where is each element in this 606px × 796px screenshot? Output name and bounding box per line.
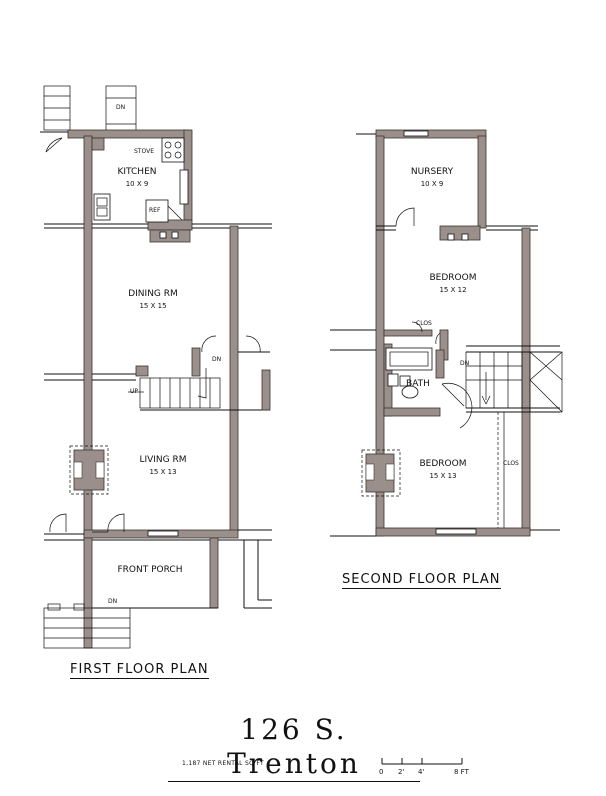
- wall: [521, 227, 531, 533]
- room-dims: 15 X 12: [439, 286, 467, 294]
- scale-tick-4: 4': [418, 768, 425, 776]
- room-dims: 15 X 13: [429, 472, 457, 480]
- room-dims: 10 X 9: [125, 180, 149, 188]
- room-name: BEDROOM: [429, 273, 477, 283]
- room-name: FRONT PORCH: [117, 565, 183, 575]
- room-name: BEDROOM: [419, 459, 467, 469]
- first-floor-stair: [128, 368, 270, 411]
- first-floor-plan: [40, 85, 272, 649]
- front-porch: [43, 537, 272, 649]
- second-floor-title: SECOND FLOOR PLAN: [342, 572, 501, 589]
- scale-tick-0: 0: [379, 768, 384, 776]
- scale-tick-2: 2': [398, 768, 405, 776]
- dn-label-second: DN: [460, 360, 470, 367]
- address-title: 126 S. Trenton: [168, 713, 420, 782]
- room-name: KITCHEN: [117, 167, 157, 177]
- room-name: NURSERY: [410, 167, 454, 177]
- fireplace-second-floor: [361, 449, 401, 497]
- first-floor-title: FIRST FLOOR PLAN: [70, 662, 209, 679]
- dn-label-stair: DN: [212, 356, 222, 363]
- stove: [161, 137, 185, 163]
- fireplace-first-floor: [69, 445, 109, 495]
- room-name: LIVING RM: [139, 455, 187, 465]
- dining-label: DINING RM 15 X 15: [118, 288, 188, 312]
- dn-label-rear: DN: [116, 104, 126, 111]
- title-text: FIRST FLOOR PLAN: [70, 662, 209, 679]
- scale-tick-8: 8 FT: [454, 768, 469, 776]
- toilet: [387, 373, 399, 387]
- bath-label: BATH: [398, 378, 438, 390]
- kitchen-label: KITCHEN 10 X 9: [112, 166, 162, 190]
- refrigerator: [145, 199, 169, 223]
- room-name: DINING RM: [128, 289, 178, 299]
- bath-sink: [399, 375, 411, 387]
- bedroom-rear-label: BEDROOM 15 X 12: [418, 272, 488, 296]
- clos-label-side: CLOS: [503, 460, 519, 467]
- second-floor-plan: [330, 129, 563, 537]
- second-floor-stair: [465, 345, 563, 413]
- porch-label: FRONT PORCH: [108, 564, 192, 576]
- bedroom-front-label: BEDROOM 15 X 13: [408, 458, 478, 482]
- title-text: SECOND FLOOR PLAN: [342, 572, 501, 589]
- ref-label: REF: [149, 207, 161, 214]
- room-dims: 10 X 9: [420, 180, 444, 188]
- stove-label: STOVE: [134, 148, 154, 155]
- living-label: LIVING RM 15 X 13: [128, 454, 198, 478]
- clos-label-top: CLOS: [416, 320, 432, 327]
- bathroom-fixtures: [383, 343, 473, 429]
- rear-steps-left: [43, 85, 71, 131]
- net-area-label: 1,187 NET RENTAL SQ FT: [182, 760, 264, 767]
- up-label: UP: [130, 388, 139, 395]
- room-name: BATH: [406, 379, 430, 389]
- kitchen-sink: [93, 193, 111, 221]
- room-dims: 15 X 13: [149, 468, 177, 476]
- bathtub: [385, 347, 433, 371]
- wall: [229, 225, 239, 533]
- nursery-label: NURSERY 10 X 9: [400, 166, 464, 190]
- dn-label-porch: DN: [108, 598, 118, 605]
- scale-bar: [381, 758, 463, 765]
- room-dims: 15 X 15: [139, 302, 167, 310]
